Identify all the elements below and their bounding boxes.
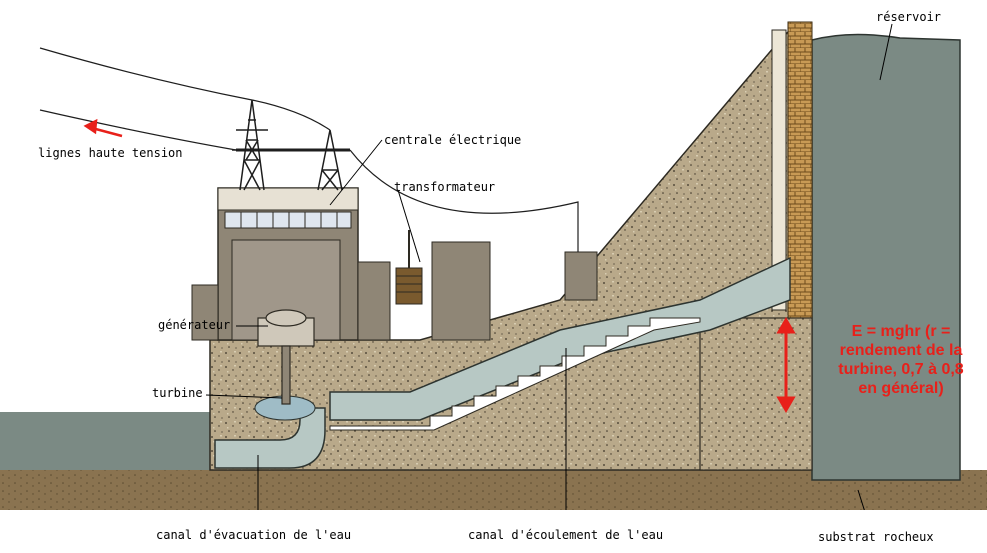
label-turbine: turbine [152,386,203,400]
energy-formula: E = mghr (r = rendement de la turbine, 0… [818,322,984,398]
label-generator: générateur [158,318,231,332]
label-power-lines: lignes haute tension [38,146,183,160]
dam-brick-wall [787,21,813,323]
transformer-house [431,241,491,341]
penstock-channel [329,256,791,421]
label-penstock: canal d'écoulement de l'eau [468,528,664,542]
side-building-right [357,261,391,341]
label-bedrock: substrat rocheux [818,530,934,544]
building-window-band [224,211,352,229]
staircase [329,317,701,431]
outlet-channel [214,407,326,469]
power-arrow [83,118,123,138]
label-transformer: transformateur [394,180,496,194]
head-height-arrow [776,317,796,413]
reservoir-rock [811,33,961,481]
dam-inner-wall [771,29,787,311]
building-windows [240,212,338,228]
formula-line-2: rendement de la [839,342,963,359]
label-power-station: centrale électrique [384,133,522,147]
leader-lines [205,23,893,530]
generator-assembly [257,309,315,405]
gate-house [564,251,598,301]
building-top [217,187,359,211]
transformer [395,230,423,305]
pylon-left [232,99,272,191]
formula-line-4: en général) [858,380,944,397]
formula-line-1: E = mghr (r = [851,323,951,340]
bottom-band [0,510,987,553]
formula-line-3: turbine, 0,7 à 0,8 [838,361,964,378]
tailwater [0,412,215,470]
pylon-right [310,129,350,191]
lower-block [699,317,813,471]
label-outlet-channel: canal d'évacuation de l'eau [156,528,352,542]
side-building-left [191,284,219,341]
power-lines [39,47,579,252]
label-reservoir: réservoir [876,10,942,24]
